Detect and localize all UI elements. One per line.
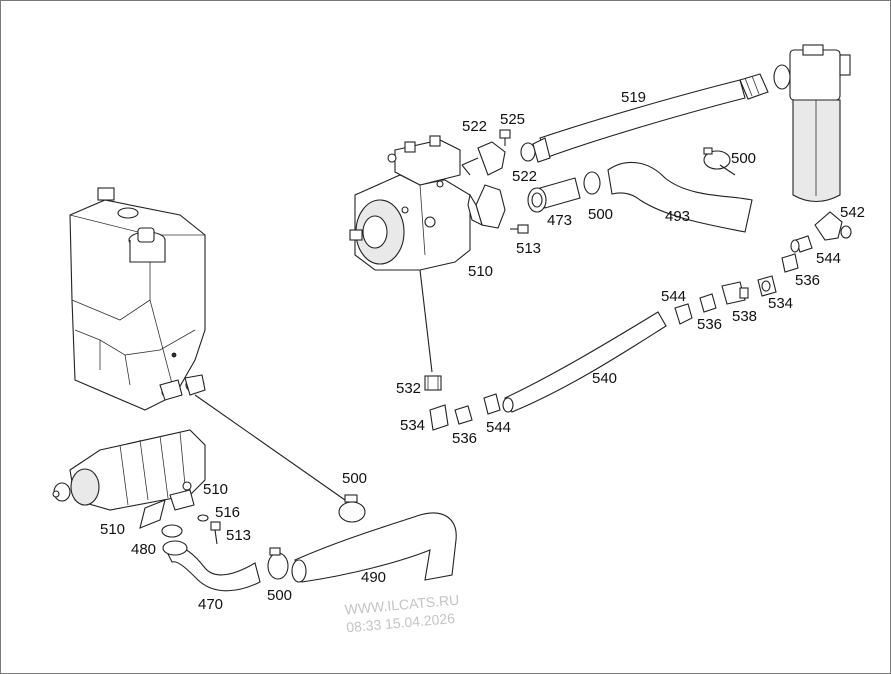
bolt-525 <box>499 129 511 146</box>
label-513-top: 513 <box>516 240 541 257</box>
pipe-540 <box>502 311 667 413</box>
clamp-500-top <box>703 147 731 170</box>
main-hydraulic-pump <box>349 135 471 271</box>
label-544-left: 544 <box>486 419 511 436</box>
hose-470 <box>162 540 261 592</box>
tube-473 <box>527 177 581 213</box>
clamp-500-mid <box>583 171 601 195</box>
label-544-right: 544 <box>816 250 841 267</box>
label-500-top: 500 <box>731 150 756 167</box>
flange-510-lower <box>139 489 195 529</box>
fitting-534-left <box>429 404 449 431</box>
label-540: 540 <box>592 370 617 387</box>
gear-pump <box>52 429 206 511</box>
label-500-lower: 500 <box>267 587 292 604</box>
label-470: 470 <box>198 596 223 613</box>
fitting-534-right <box>757 275 777 297</box>
fitting-536-mid <box>699 293 717 313</box>
fitting-532 <box>424 375 442 391</box>
label-510-right: 510 <box>203 481 228 498</box>
label-513-lower: 513 <box>226 527 251 544</box>
fitting-544-right <box>790 235 813 253</box>
elbow-542 <box>814 211 852 241</box>
label-490: 490 <box>361 569 386 586</box>
label-522-top: 522 <box>462 118 487 135</box>
part-labels: 519 522 525 522 500 542 473 500 493 513 … <box>100 89 865 613</box>
label-536-mid: 536 <box>697 316 722 333</box>
label-473: 473 <box>547 212 572 229</box>
label-519: 519 <box>621 89 646 106</box>
label-500-center: 500 <box>342 470 367 487</box>
clamp-500-center <box>338 494 366 523</box>
label-500-mid: 500 <box>588 206 613 223</box>
hose-493 <box>607 161 753 233</box>
hose-490 <box>291 512 457 583</box>
bolt-513-top <box>510 224 529 234</box>
label-493: 493 <box>665 208 690 225</box>
label-534-right: 534 <box>768 295 793 312</box>
label-542: 542 <box>840 204 865 221</box>
washer-516 <box>197 514 209 522</box>
pipe-519 <box>520 73 769 163</box>
fitting-536-right <box>781 253 799 273</box>
label-534-left: 534 <box>400 417 425 434</box>
leader-tank-to-500 <box>194 394 346 501</box>
fitting-544-left <box>483 393 501 415</box>
label-510-top: 510 <box>468 263 493 280</box>
label-544-mid: 544 <box>661 288 686 305</box>
pressure-filter <box>773 44 851 203</box>
fitting-544-mid <box>674 303 693 325</box>
label-536-right: 536 <box>795 272 820 289</box>
label-516: 516 <box>215 504 240 521</box>
clamp-500-lower <box>267 547 289 580</box>
label-532: 532 <box>396 380 421 397</box>
label-522-mid: 522 <box>512 168 537 185</box>
fitting-536-left <box>454 405 473 425</box>
bolt-513-lower <box>210 521 221 545</box>
label-538: 538 <box>732 308 757 325</box>
label-525: 525 <box>500 111 525 128</box>
watermark: WWW.ILCATS.RU 08:33 15.04.2026 <box>344 592 460 636</box>
oil-tank <box>69 187 206 411</box>
label-536-left: 536 <box>452 430 477 447</box>
label-510-left: 510 <box>100 521 125 538</box>
flange-halves <box>461 141 506 229</box>
label-480: 480 <box>131 541 156 558</box>
leader-pump-to-532 <box>419 269 433 373</box>
seal-480 <box>161 524 183 538</box>
fitting-538 <box>721 281 749 305</box>
